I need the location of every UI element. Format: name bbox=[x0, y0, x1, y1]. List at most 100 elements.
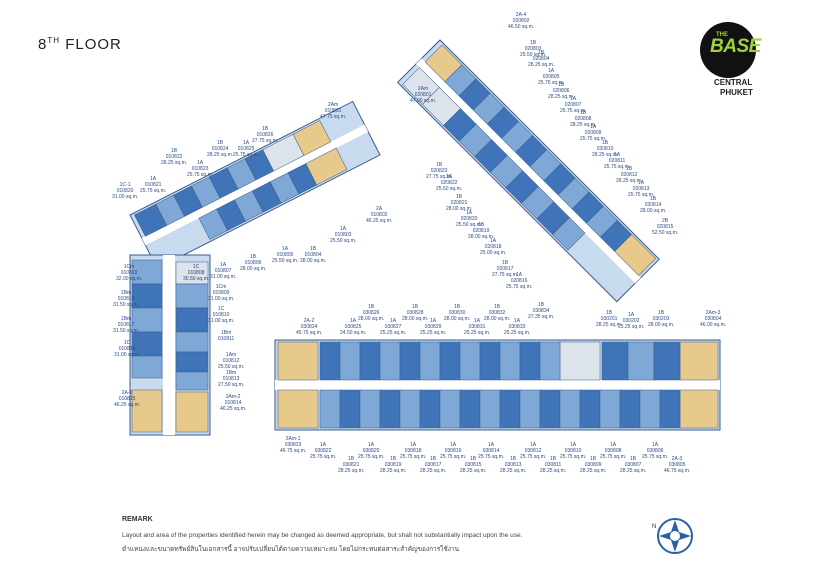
unit-cell bbox=[359, 389, 381, 429]
unit-type: 1A bbox=[570, 96, 577, 102]
unit-type: 1Bm bbox=[120, 290, 132, 296]
unit-code: 020806 bbox=[552, 88, 570, 94]
unit-cell bbox=[459, 389, 481, 429]
unit-code: 010805 bbox=[276, 252, 294, 258]
unit-code: 030815 bbox=[464, 462, 482, 468]
unit-area: 25.50 sq.m. bbox=[436, 186, 463, 192]
unit-area: 28.00 sq.m. bbox=[640, 208, 667, 214]
unit-area: 28.00 sq.m. bbox=[300, 258, 327, 264]
unit-area: 52.50 sq.m. bbox=[652, 230, 679, 236]
unit-type: 1A bbox=[570, 442, 577, 448]
unit-cell bbox=[379, 389, 401, 429]
unit-area: 25.50 sq.m. bbox=[218, 364, 245, 370]
unit-area: 27.75 sq.m. bbox=[426, 174, 453, 180]
unit-type: 1C bbox=[192, 264, 200, 270]
unit-type: 1C-1 bbox=[119, 182, 131, 188]
unit-type: 1B bbox=[250, 254, 257, 260]
unit-type: 1A bbox=[638, 180, 645, 186]
unit-code: 010804 bbox=[304, 252, 322, 258]
unit-area: 47.75 sq.m. bbox=[320, 114, 347, 120]
logo-line2: PHUKET bbox=[720, 88, 753, 97]
unit-cell bbox=[459, 341, 481, 381]
unit-type: 2A-4 bbox=[515, 12, 527, 18]
unit-type: 2Am-1 bbox=[285, 436, 301, 442]
unit-type: 1B bbox=[436, 162, 443, 168]
unit-code: 010814 bbox=[224, 400, 242, 406]
unit-area: 25.75 sq.m. bbox=[642, 454, 669, 460]
b2-row-top bbox=[424, 44, 657, 276]
unit-code: 030825 bbox=[344, 324, 362, 330]
logo-circle bbox=[700, 22, 756, 78]
unit-type: 1A bbox=[490, 238, 497, 244]
unit-cell bbox=[399, 341, 421, 381]
unit-code: 030827 bbox=[384, 324, 402, 330]
unit-code: 030816 bbox=[444, 448, 462, 454]
unit-code: 020811 bbox=[608, 158, 626, 164]
unit-area: 31.00 sq.m. bbox=[114, 352, 141, 358]
unit-code: 020823 bbox=[430, 168, 448, 174]
remark-thai: ตำแหน่งและขนาดทรัพย์สินในเอกสารนี้ อาจปร… bbox=[122, 546, 460, 553]
unit-type: 1A bbox=[430, 318, 437, 324]
unit-type: 1A bbox=[320, 442, 327, 448]
unit-area: 25.75 sq.m. bbox=[440, 454, 467, 460]
unit-cell bbox=[399, 389, 421, 429]
unit-code: 010825 bbox=[237, 146, 255, 152]
unit-code: 030832 bbox=[488, 310, 506, 316]
unit-code: 030813 bbox=[504, 462, 522, 468]
unit-type: 2Am-3 bbox=[705, 310, 721, 316]
unit-type: 1A bbox=[652, 442, 659, 448]
unit-area: 25.75 sq.m. bbox=[233, 152, 260, 158]
unit-type: 1A bbox=[530, 442, 537, 448]
unit-type: 2Am bbox=[327, 102, 339, 108]
unit-code: 030834 bbox=[532, 308, 550, 314]
unit-type: 1Am bbox=[225, 352, 237, 358]
unit-area: 31.50 sq.m. bbox=[113, 328, 140, 334]
unit-code: 020815 bbox=[656, 224, 674, 230]
unit-code: 010821 bbox=[144, 182, 162, 188]
unit-code: 010807 bbox=[214, 268, 232, 274]
unit-type: 1B bbox=[430, 456, 437, 462]
unit-area: 25.75 sq.m. bbox=[628, 192, 655, 198]
remark-english: Layout and area of the properties identi… bbox=[122, 532, 523, 539]
unit-code: 010801 bbox=[324, 108, 342, 114]
unit-cell bbox=[359, 341, 381, 381]
unit-type: 1A bbox=[410, 442, 417, 448]
unit-cell bbox=[559, 389, 581, 429]
unit-area: 25.75 sq.m. bbox=[140, 188, 167, 194]
unit-cell bbox=[599, 389, 621, 429]
unit-type: 1Bm bbox=[120, 316, 132, 322]
b2-row-bottom bbox=[402, 67, 586, 251]
unit-area: 25.50 sq.m. bbox=[272, 258, 299, 264]
unit-code: 020819 bbox=[472, 228, 490, 234]
unit-type: 2A-3 bbox=[671, 456, 683, 462]
unit-code: 010811 bbox=[218, 336, 235, 342]
unit-area: 28.00 sq.m. bbox=[468, 234, 495, 240]
unit-cell bbox=[499, 341, 521, 381]
